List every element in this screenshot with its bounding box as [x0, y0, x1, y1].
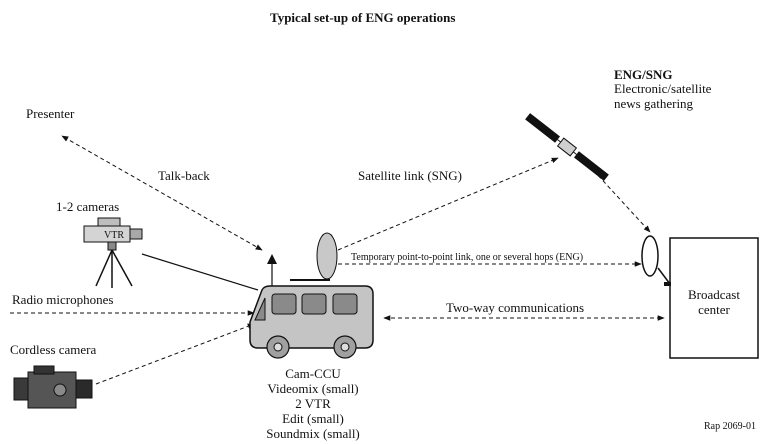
- two-way-communications-label: Two-way communications: [446, 300, 585, 315]
- radio-microphones-label: Radio microphones: [12, 292, 114, 307]
- van-equipment-item: 2 VTR: [295, 396, 331, 411]
- cordless-camera-arrow: [95, 323, 255, 385]
- temporary-link-label: Temporary point-to-point link, one or se…: [351, 252, 584, 263]
- eng-sng-heading: ENG/SNG: [614, 67, 673, 82]
- cordless-camera-label: Cordless camera: [10, 342, 97, 357]
- satellite-uplink-arrow: [337, 157, 559, 251]
- camera-cable: [141, 253, 259, 291]
- van-equipment-item: Soundmix (small): [266, 426, 360, 441]
- broadcast-center-label-line1: Broadcast: [688, 287, 740, 302]
- eng-sng-description-line1: Electronic/satellite: [614, 81, 712, 96]
- eng-sng-description-line2: news gathering: [614, 96, 694, 111]
- talk-back-label: Talk-back: [158, 168, 210, 183]
- talk-back-arrow: [61, 135, 263, 251]
- reference-number: Rap 2069-01: [704, 421, 756, 432]
- van-equipment-item: Videomix (small): [267, 381, 359, 396]
- receiving-dish-icon: [641, 235, 671, 286]
- ob-van-icon: [249, 232, 374, 359]
- satellite-icon: [525, 113, 609, 181]
- cameras-label: 1-2 cameras: [56, 199, 120, 214]
- presenter-label: Presenter: [26, 106, 75, 121]
- tripod-camera-icon: [83, 217, 143, 288]
- broadcast-center-box: [669, 237, 759, 359]
- van-equipment-item: Edit (small): [282, 411, 344, 426]
- diagram-title: Typical set-up of ENG operations: [270, 10, 456, 25]
- camera-tag: VTR: [104, 230, 124, 241]
- cordless-camera-icon: [13, 365, 93, 409]
- broadcast-center-label-line2: center: [698, 302, 730, 317]
- van-equipment-item: Cam-CCU: [285, 366, 341, 381]
- satellite-link-label: Satellite link (SNG): [358, 168, 462, 183]
